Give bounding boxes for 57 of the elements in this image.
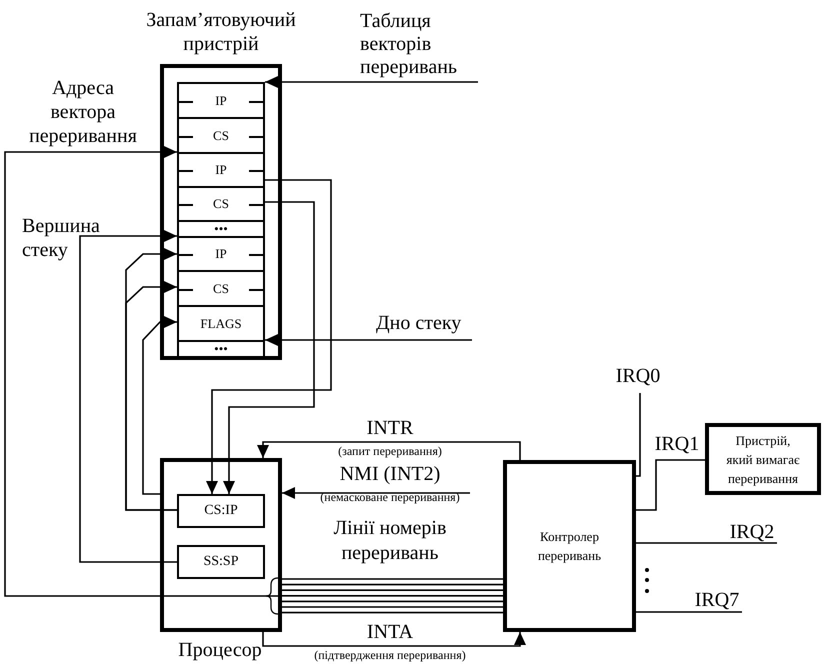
edge-label: Адреса вектора переривання xyxy=(28,76,138,148)
cell-label: CS xyxy=(213,197,229,211)
memory-cell xyxy=(177,117,265,152)
register-box xyxy=(177,545,265,579)
memory-cell xyxy=(177,152,265,186)
cell-label: ••• xyxy=(214,342,228,356)
signal-line xyxy=(281,578,504,614)
edge-label: NMI (INT2) xyxy=(338,462,442,486)
memory-cell xyxy=(177,340,265,356)
signal-line xyxy=(636,611,742,613)
arrow xyxy=(206,179,332,494)
edge-label: IRQ1 xyxy=(654,432,700,456)
signal-line xyxy=(636,393,641,477)
block-label: Контролер переривань xyxy=(536,528,602,565)
cell-label: CS xyxy=(213,282,229,296)
arrow xyxy=(142,316,177,495)
cell-label: IP xyxy=(215,247,227,261)
memory-cell xyxy=(177,270,265,305)
register-label: SS:SP xyxy=(203,554,239,570)
edge-label: Лінії номерів переривань xyxy=(332,516,448,566)
device-block xyxy=(503,460,636,632)
annotation-text: Таблиця векторів переривань xyxy=(360,10,478,82)
arrow xyxy=(257,441,521,460)
cell-label: ••• xyxy=(214,222,228,236)
edge-label: IRQ2 xyxy=(728,520,776,544)
device-block xyxy=(705,423,821,495)
arrow xyxy=(79,230,177,563)
memory-cell xyxy=(177,236,265,270)
register-box xyxy=(177,494,265,528)
memory-heading: Запам’ятовуючий пристрій xyxy=(145,8,297,56)
signal-description: (запит переривання) xyxy=(337,444,443,458)
edge-label: INTA xyxy=(366,620,414,644)
signal-line xyxy=(636,542,777,544)
annotation-text: Дно стеку xyxy=(376,312,472,340)
cell-label: IP xyxy=(215,163,227,177)
arrow xyxy=(223,201,315,494)
arrow xyxy=(265,76,478,88)
memory-cell xyxy=(177,305,265,340)
processor-heading: Процесор xyxy=(177,638,263,662)
cell-label: FLAGS xyxy=(200,316,242,330)
arrow xyxy=(265,334,472,346)
arrow xyxy=(262,632,526,647)
memory-cell xyxy=(177,220,265,236)
signal-description: (немасковане переривання) xyxy=(319,490,461,504)
edge-label: IRQ0 xyxy=(614,364,662,388)
register-label: CS:IP xyxy=(204,503,238,519)
edge-label: INTR xyxy=(366,416,414,440)
memory-cell xyxy=(177,82,265,117)
signal-description: (підтвердження переривання) xyxy=(313,648,467,662)
signal-line xyxy=(636,459,705,511)
edge-label: IRQ7 xyxy=(694,588,740,612)
block-label: Пристрій, який вимагає переривання xyxy=(725,432,801,488)
edge-label: Вершина стеку xyxy=(22,214,101,262)
cell-label: IP xyxy=(215,94,227,108)
cell-label: CS xyxy=(213,128,229,142)
arrow xyxy=(282,487,470,499)
memory-cell xyxy=(177,186,265,220)
